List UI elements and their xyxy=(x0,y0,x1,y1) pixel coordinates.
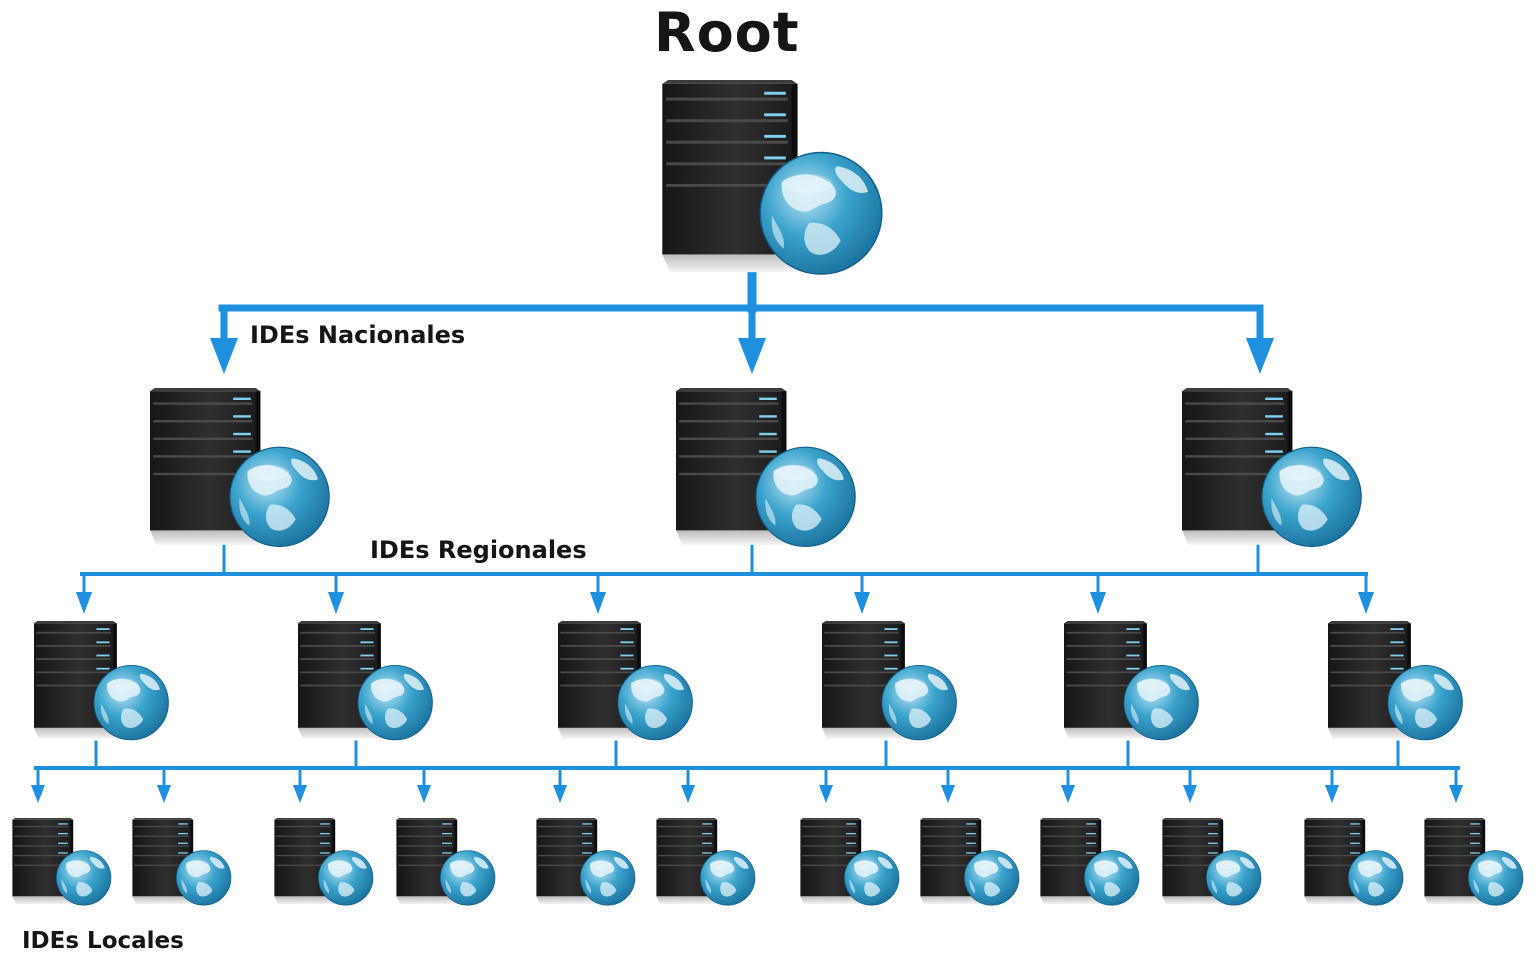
regional-server-icon xyxy=(34,620,169,741)
arrow-down-icon xyxy=(1061,785,1075,803)
local-server-icon xyxy=(1162,818,1262,906)
regional-server-icon xyxy=(822,620,957,741)
local-server-icon xyxy=(12,818,112,906)
arrow-down-icon xyxy=(854,592,870,614)
arrow-down-icon xyxy=(1246,338,1274,374)
local-server-icon xyxy=(920,818,1020,906)
arrow-down-icon xyxy=(1325,785,1339,803)
arrow-down-icon xyxy=(328,592,344,614)
national-server-icon xyxy=(149,388,330,548)
arrow-down-icon xyxy=(157,785,171,803)
arrow-down-icon xyxy=(1090,592,1106,614)
arrow-down-icon xyxy=(76,592,92,614)
arrow-down-icon xyxy=(1183,785,1197,803)
level-label-locales: IDEs Locales xyxy=(22,928,184,954)
arrow-down-icon xyxy=(1358,592,1374,614)
arrow-down-icon xyxy=(681,785,695,803)
level-label-regionales: IDEs Regionales xyxy=(370,536,587,564)
national-server-icon xyxy=(675,388,856,548)
arrow-down-icon xyxy=(941,785,955,803)
local-server-icon xyxy=(274,818,374,906)
arrow-down-icon xyxy=(293,785,307,803)
root-server-icon xyxy=(661,80,883,275)
local-server-icon xyxy=(536,818,636,906)
local-server-icon xyxy=(1040,818,1140,906)
root-title: Root xyxy=(654,1,800,64)
regional-server-icon xyxy=(558,620,693,741)
arrow-down-icon xyxy=(31,785,45,803)
local-server-icon xyxy=(1304,818,1404,906)
arrow-down-icon xyxy=(417,785,431,803)
local-server-icon xyxy=(1424,818,1524,906)
local-server-icon xyxy=(396,818,496,906)
arrow-down-icon xyxy=(1449,785,1463,803)
arrow-down-icon xyxy=(590,592,606,614)
level-label-nacionales: IDEs Nacionales xyxy=(250,321,466,349)
regional-server-icon xyxy=(1328,620,1463,741)
regional-server-icon xyxy=(1064,620,1199,741)
server-layer xyxy=(12,80,1524,906)
local-server-icon xyxy=(656,818,756,906)
local-server-icon xyxy=(132,818,232,906)
arrow-down-icon xyxy=(738,338,766,374)
regional-server-icon xyxy=(298,620,433,741)
connector-layer xyxy=(31,271,1463,803)
arrow-down-icon xyxy=(819,785,833,803)
arrow-down-icon xyxy=(210,338,238,374)
arrow-down-icon xyxy=(553,785,567,803)
local-server-icon xyxy=(800,818,900,906)
national-server-icon xyxy=(1181,388,1362,548)
